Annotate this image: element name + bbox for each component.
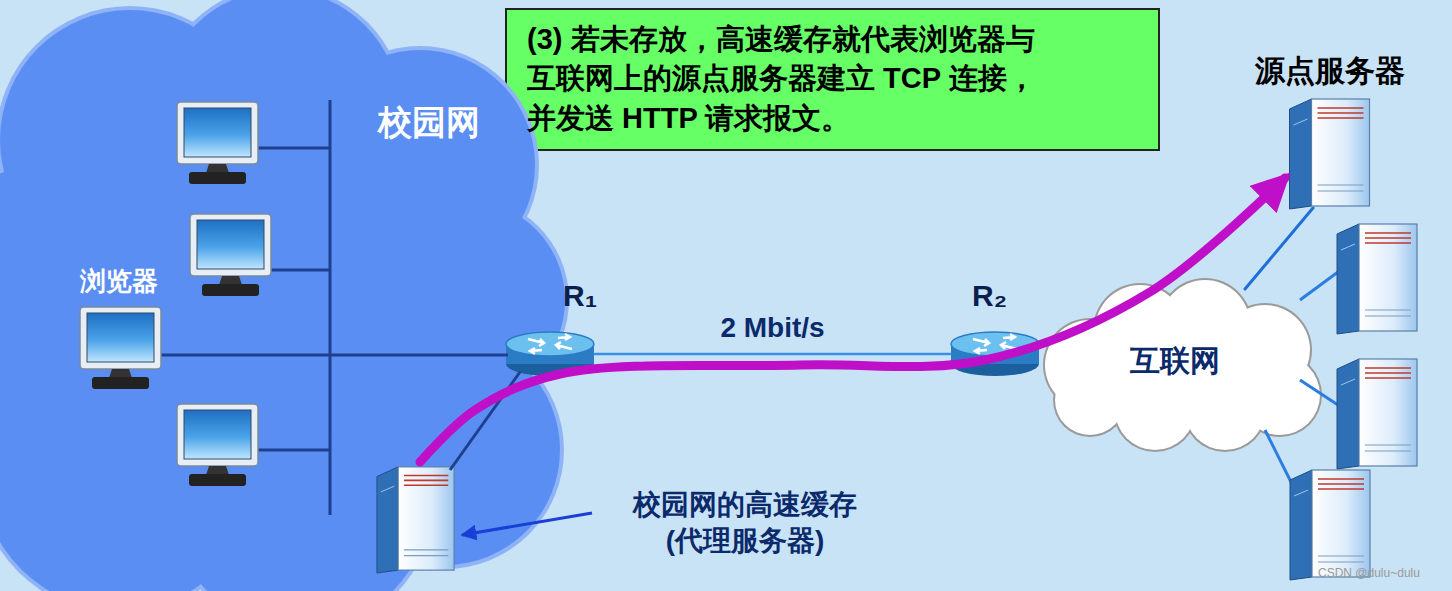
cache-server: 校园网的高速缓存 (代理服务器) — [375, 462, 457, 575]
router: R₁ — [505, 330, 595, 380]
link-line — [595, 353, 950, 356]
origin-server-shape — [1285, 95, 1375, 210]
server-icon — [1337, 359, 1417, 469]
router-shape — [505, 330, 595, 380]
server-label: 源点服务器 — [1230, 53, 1430, 89]
internet-cloud: 互联网 — [1030, 275, 1320, 445]
router-shape — [950, 330, 1040, 380]
router-label: R₁ — [563, 278, 623, 314]
lan-wire — [270, 269, 330, 272]
callout-box: (3) 若未存放，高速缓存就代表浏览器与 互联网上的源点服务器建立 TCP 连接… — [505, 8, 1160, 151]
server-icon — [1290, 470, 1370, 580]
cache-server-shape — [375, 462, 457, 575]
origin-server: 源点服务器 — [1285, 95, 1375, 210]
watermark: CSDN @dulu~dulu — [1318, 566, 1420, 580]
callout-text: (3) 若未存放，高速缓存就代表浏览器与 互联网上的源点服务器建立 TCP 连接… — [527, 20, 1097, 138]
lan-wire — [258, 147, 330, 150]
lan-wire — [160, 354, 508, 357]
server-label: 校园网的高速缓存 (代理服务器) — [600, 487, 890, 560]
lan-bus — [329, 100, 332, 515]
router-label: R₂ — [972, 278, 1032, 314]
group-label: 浏览器 — [80, 264, 158, 299]
link-label: 2 Mbit/s — [716, 312, 828, 344]
router: R₂ — [950, 330, 1040, 380]
network-wire — [1245, 208, 1313, 289]
network-label: 互联网 — [1100, 343, 1250, 379]
network-label: 校园网 — [378, 102, 508, 143]
server-icon — [1337, 224, 1417, 334]
internet-wire — [1300, 272, 1338, 300]
lan-wire — [258, 449, 330, 452]
